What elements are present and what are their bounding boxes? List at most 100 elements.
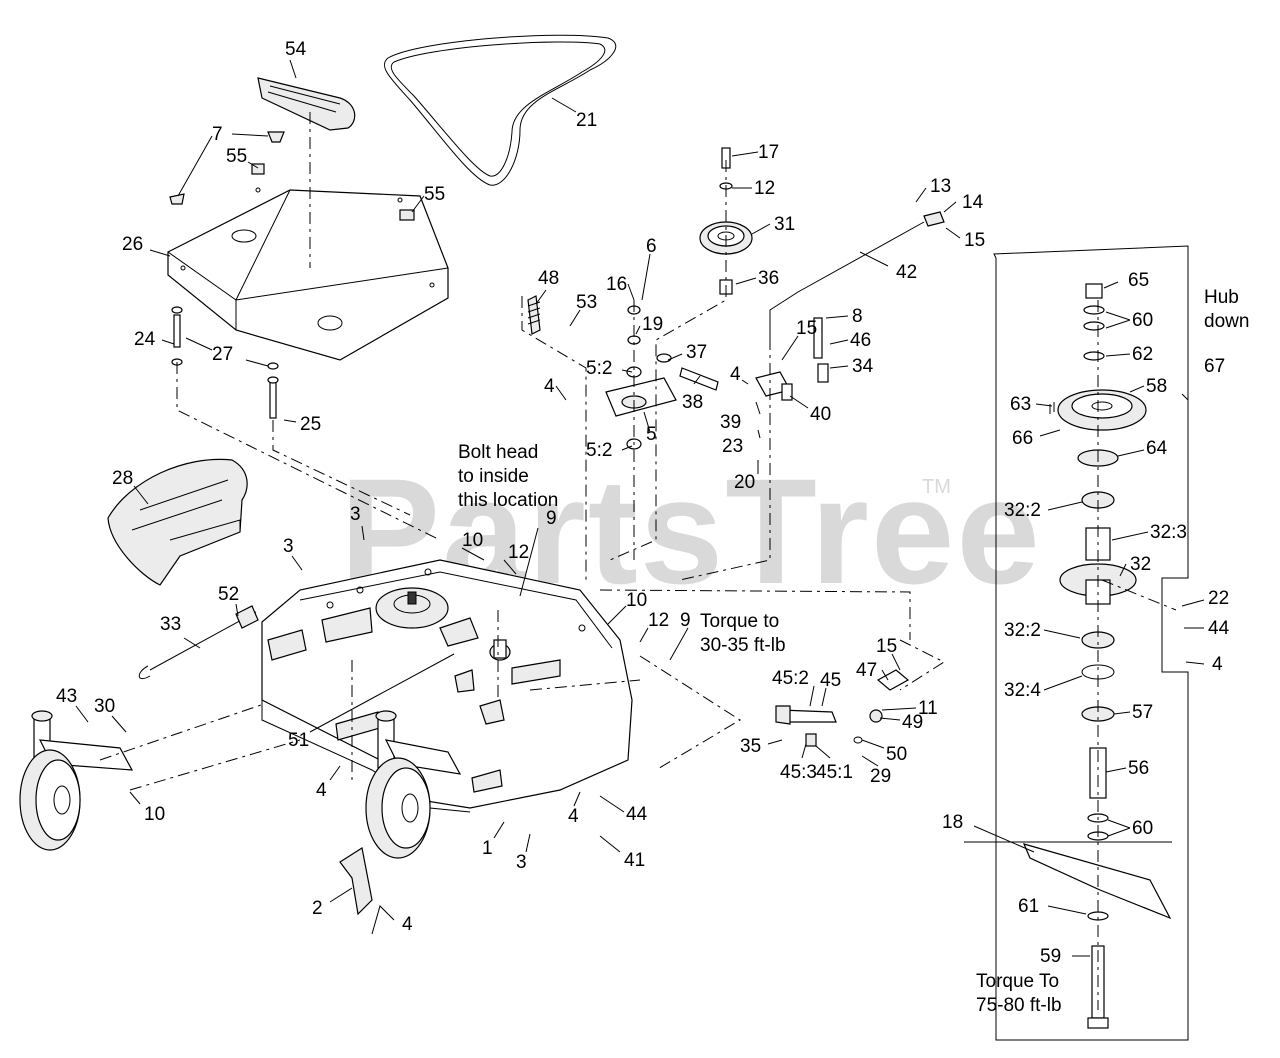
callout-55: 55 [424, 184, 445, 205]
callout-3: 3 [350, 504, 361, 525]
callout-25: 25 [300, 414, 321, 435]
callout-30: 30 [94, 696, 115, 717]
callout-32-2: 32:2 [1004, 500, 1041, 521]
spindle-frame [964, 245, 1189, 1041]
callout-18: 18 [942, 812, 963, 833]
callout-15: 15 [876, 636, 897, 657]
callout-23: 23 [722, 436, 743, 457]
callout-6: 6 [646, 236, 657, 257]
callout-45-1: 45:1 [816, 762, 853, 783]
callout-67: 67 [1204, 356, 1225, 377]
callout-56: 56 [1128, 758, 1149, 779]
note-bolt-head: Bolt head to inside this location [458, 442, 559, 511]
callout-22: 22 [1208, 588, 1229, 609]
callout-28: 28 [112, 468, 133, 489]
callout-45-2: 45:2 [772, 668, 809, 689]
callout-7: 7 [212, 124, 223, 145]
callout-9: 9 [546, 508, 557, 529]
rod-spring-part [138, 605, 259, 680]
callout-33: 33 [160, 614, 181, 635]
callout-37: 37 [686, 342, 707, 363]
callout-21: 21 [576, 110, 597, 131]
callout-27: 27 [212, 344, 233, 365]
callout-44: 44 [626, 804, 648, 825]
callout-47: 47 [856, 660, 877, 681]
callout-10: 10 [144, 804, 165, 825]
trademark-symbol: TM [922, 476, 951, 498]
callout-40: 40 [810, 404, 831, 425]
callout-9: 9 [680, 610, 691, 631]
callout-20: 20 [734, 472, 755, 493]
callout-45: 45 [820, 670, 841, 691]
callout-39: 39 [720, 412, 741, 433]
callout-5: 5 [646, 424, 657, 445]
callout-51: 51 [288, 730, 309, 751]
callout-52: 52 [218, 584, 239, 605]
callout-42: 42 [896, 262, 917, 283]
callout-65: 65 [1128, 270, 1149, 291]
callout-53: 53 [576, 292, 597, 313]
callout-63: 63 [1010, 394, 1031, 415]
callout-36: 36 [758, 268, 779, 289]
callout-35: 35 [740, 736, 761, 757]
knob-part [169, 131, 415, 221]
callout-10: 10 [462, 530, 483, 551]
callout-10: 10 [626, 590, 647, 611]
callout-59: 59 [1040, 946, 1061, 967]
callout-54: 54 [285, 39, 307, 60]
callout-4: 4 [1212, 654, 1223, 675]
control-rod-part [769, 211, 945, 383]
callout-55: 55 [226, 146, 247, 167]
callout-1: 1 [482, 838, 493, 859]
callout-17: 17 [758, 142, 779, 163]
callout-32: 32 [1130, 554, 1151, 575]
mower-deck-part [261, 559, 633, 813]
callout-46: 46 [850, 330, 871, 351]
callout-58: 58 [1146, 376, 1167, 397]
callout-31: 31 [774, 214, 795, 235]
callout-29: 29 [870, 766, 891, 787]
pivot-arm-part [775, 669, 910, 747]
callout-12: 12 [508, 542, 529, 563]
callout-66: 66 [1012, 428, 1033, 449]
logo-decal-part [257, 77, 356, 131]
leader-lines [75, 59, 1205, 957]
callout-15: 15 [796, 318, 817, 339]
caster-wheel-part [365, 710, 462, 859]
note-hub-down: Hub down [1204, 287, 1250, 332]
callout-4: 4 [730, 364, 741, 385]
idler-arm-part [527, 295, 793, 450]
callout-50: 50 [886, 744, 907, 765]
callout-14: 14 [962, 192, 984, 213]
callout-3: 3 [283, 536, 294, 557]
callout-44: 44 [1208, 618, 1230, 639]
callout-4: 4 [402, 914, 413, 935]
belt-part [383, 34, 617, 186]
caster-wheel-part [19, 710, 134, 851]
note-torque-30-35: Torque to 30-35 ft-lb [700, 611, 786, 656]
callout-4: 4 [568, 806, 579, 827]
callout-16: 16 [606, 274, 627, 295]
callout-45-3: 45:3 [780, 762, 817, 783]
callout-43: 43 [56, 686, 77, 707]
callout-15: 15 [964, 230, 985, 251]
callout-61: 61 [1018, 896, 1039, 917]
callout-57: 57 [1132, 702, 1153, 723]
callout-labels: 54 21 7 55 55 26 24 27 25 28 3 3 10 12 9… [56, 39, 1230, 967]
callout-64: 64 [1146, 438, 1168, 459]
callout-19: 19 [642, 314, 663, 335]
callout-32-4: 32:4 [1004, 680, 1041, 701]
note-torque-75-80: Torque To 75-80 ft-lb [976, 971, 1062, 1016]
callout-60: 60 [1132, 818, 1153, 839]
baffle-part [339, 847, 373, 916]
callout-4: 4 [544, 376, 555, 397]
alignment-lines [99, 112, 1177, 1010]
callout-3: 3 [516, 852, 527, 873]
discharge-chute-part [107, 458, 248, 586]
callout-12: 12 [648, 610, 669, 631]
spacer-bolt-part [171, 306, 279, 419]
callout-4: 4 [316, 780, 327, 801]
callout-32-3: 32:3 [1150, 522, 1187, 543]
callout-32-2: 32:2 [1004, 620, 1041, 641]
